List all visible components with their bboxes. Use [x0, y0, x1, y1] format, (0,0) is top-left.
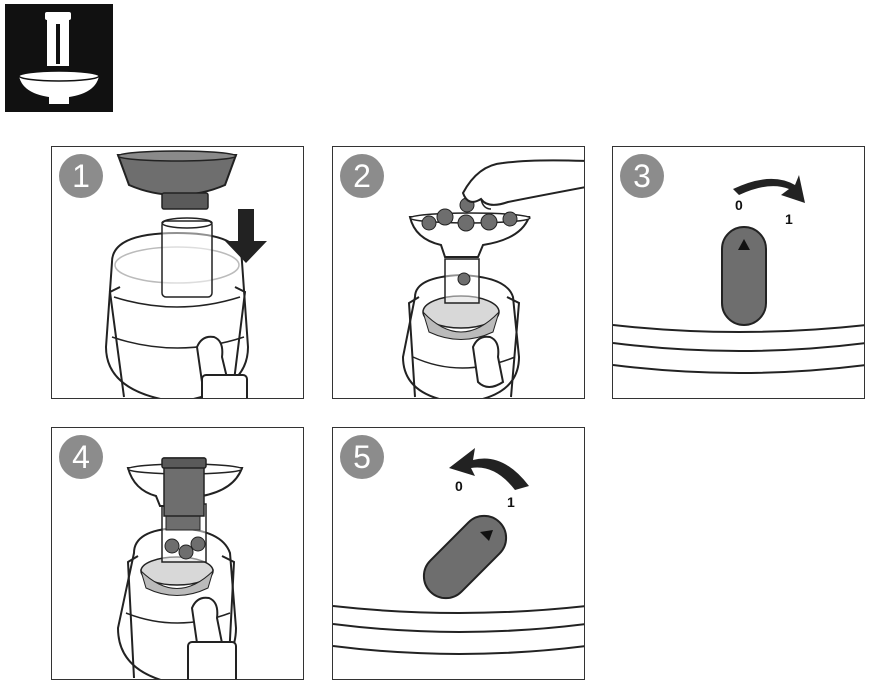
switch-off-label: 0: [455, 478, 463, 494]
step-number-badge: 5: [340, 435, 384, 479]
step-4-panel: 4: [51, 427, 304, 680]
step-2-panel: 2: [332, 146, 585, 399]
step-5-panel: 5 0 1: [332, 427, 585, 680]
step-number-badge: 2: [340, 154, 384, 198]
switch-on-label: 1: [785, 211, 793, 227]
step-number-badge: 3: [620, 154, 664, 198]
juicer-parts-icon: [5, 4, 113, 112]
switch-on-label: 1: [507, 494, 515, 510]
step-1-panel: 1: [51, 146, 304, 399]
step-number-badge: 1: [59, 154, 103, 198]
switch-off-label: 0: [735, 197, 743, 213]
step-3-panel: 3 0 1: [612, 146, 865, 399]
step-number-badge: 4: [59, 435, 103, 479]
